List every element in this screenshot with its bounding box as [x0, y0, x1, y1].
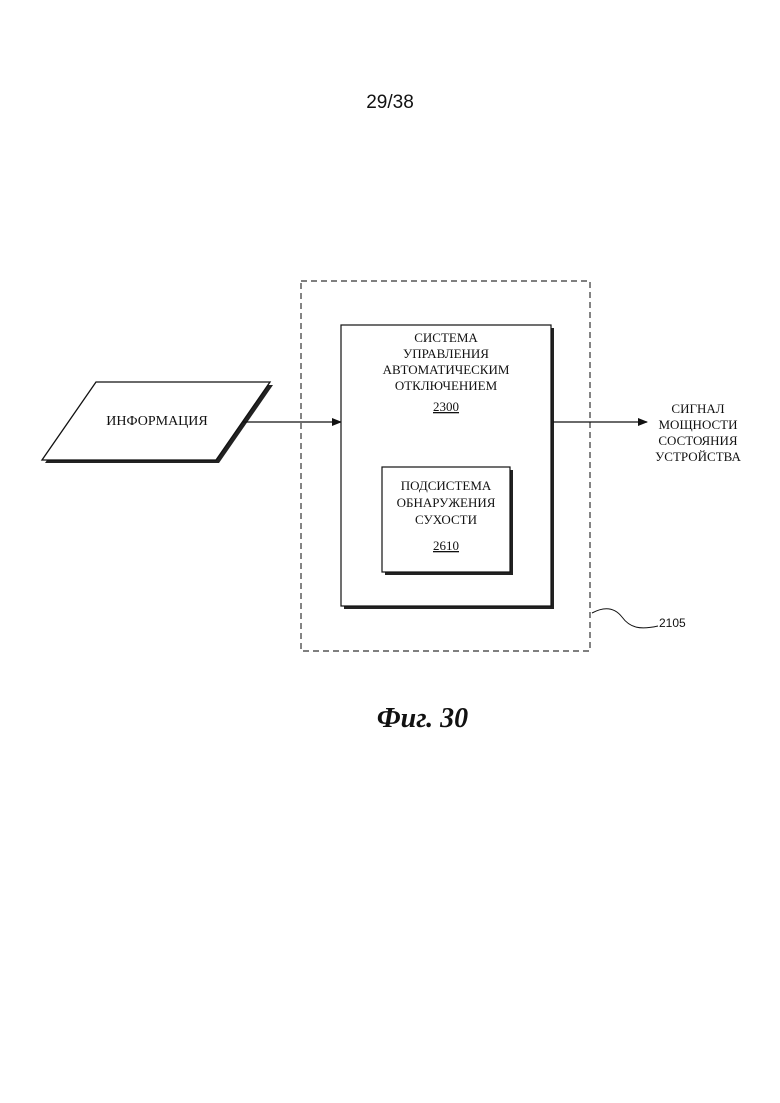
output-label-line-1: СИГНАЛ	[671, 401, 724, 416]
output-label-line-3: СОСТОЯНИЯ	[658, 433, 738, 448]
system-label-line-4: ОТКЛЮЧЕНИЕМ	[395, 378, 498, 393]
container-ref-number: 2105	[659, 616, 686, 630]
system-label-line-2: УПРАВЛЕНИЯ	[403, 346, 489, 361]
subsystem-label-line-3: СУХОСТИ	[415, 512, 477, 527]
subsystem-label-line-1: ПОДСИСТЕМА	[401, 478, 492, 493]
system-label-line-3: АВТОМАТИЧЕСКИМ	[383, 362, 510, 377]
system-label-line-1: СИСТЕМА	[414, 330, 478, 345]
input-label: ИНФОРМАЦИЯ	[106, 414, 207, 429]
output-label-line-2: МОЩНОСТИ	[659, 417, 738, 432]
output-label-line-4: УСТРОЙСТВА	[655, 449, 741, 464]
subsystem-ref-number: 2610	[433, 538, 459, 553]
system-ref-number: 2300	[433, 399, 459, 414]
subsystem-label-line-2: ОБНАРУЖЕНИЯ	[397, 495, 496, 510]
figure-caption: Фиг. 30	[0, 703, 780, 735]
container-leader-line	[592, 609, 658, 628]
